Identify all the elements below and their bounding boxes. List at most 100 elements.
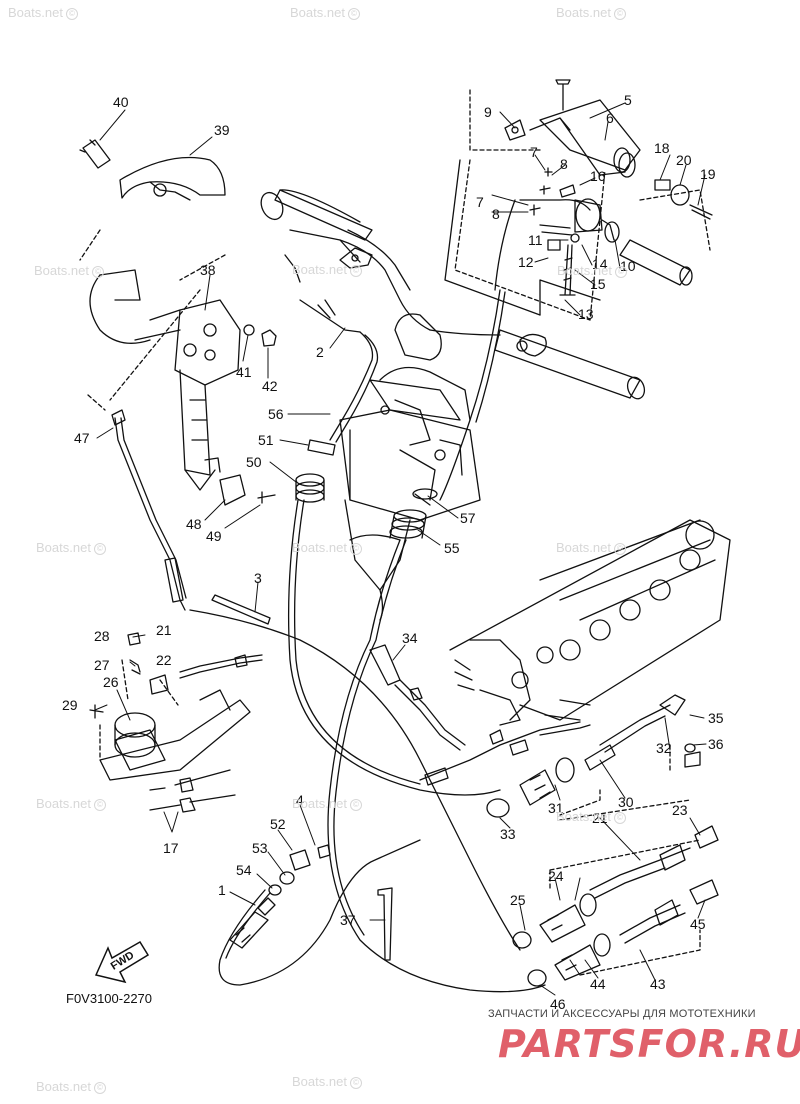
cable-30-drawing [419,694,701,818]
callout-2: 2 [316,344,324,360]
callout-23: 23 [672,802,688,818]
callout-50: 50 [246,454,262,470]
callout-17: 17 [163,840,179,856]
callout-33: 33 [500,826,516,842]
cable-tie-3 [211,594,271,625]
callout-39: 39 [214,122,230,138]
callout-31: 31 [548,800,564,816]
cable-2-drawing [295,299,379,503]
callout-3: 3 [254,570,262,586]
dashed-lines-left [79,229,226,411]
callout-34: 34 [402,630,418,646]
callout-12: 12 [518,254,534,270]
dashed-box-right [454,89,711,321]
callout-54: 54 [236,862,252,878]
callout-49: 49 [206,528,222,544]
throttle-lever-drawing [494,79,713,296]
callout-7-top: 7 [530,144,538,160]
callout-29: 29 [62,697,78,713]
watermark: Boats.net© [8,6,78,20]
reverse-lever-drawing [79,139,277,506]
leader-lines [94,102,707,996]
callout-36: 36 [708,736,724,752]
callout-51: 51 [258,432,274,448]
callout-41: 41 [236,364,252,380]
callout-35: 35 [708,710,724,726]
callout-45: 45 [690,916,706,932]
watermark: Boats.net© [556,541,626,555]
callout-47: 47 [74,430,90,446]
watermark: Boats.net© [290,6,360,20]
watermark: Boats.net© [292,1075,362,1089]
callout-25: 25 [510,892,526,908]
watermark: Boats.net© [36,541,106,555]
watermark: Boats.net© [292,263,362,277]
fwd-arrow [94,940,150,984]
callout-11: 11 [528,232,543,248]
cable-21-drawing [512,825,719,949]
cable-43-drawing [527,879,719,987]
watermark: Boats.net© [292,541,362,555]
callout-18: 18 [654,140,670,156]
callout-16: 16 [590,168,606,184]
callout-42: 42 [262,378,278,394]
cable-tie-37 [377,887,393,961]
callout-19: 19 [700,166,716,182]
callout-26: 26 [103,674,119,690]
callout-14: 14 [592,256,608,272]
callout-9: 9 [484,104,492,120]
lever-26-drawing [89,632,263,813]
cable-1-drawing [229,844,331,949]
callout-55: 55 [444,540,460,556]
callout-13: 13 [578,306,594,322]
dashed-lines-bottom [549,839,701,976]
watermark: Boats.net© [557,264,627,278]
callout-40: 40 [113,94,129,110]
callout-48: 48 [186,516,202,532]
callout-6: 6 [606,110,614,126]
steering-column-drawing [339,379,481,621]
callout-27: 27 [94,657,110,673]
callout-46: 46 [550,996,566,1012]
diagram-code: F0V3100-2270 [66,991,153,1006]
dashed-lines-lever [99,659,179,761]
long-cables-drawing [189,289,546,993]
callout-32: 32 [656,740,672,756]
watermark: Boats.net© [556,810,626,824]
brand-subtitle: ЗАПЧАСТИ И АКСЕССУАРЫ ДЛЯ МОТОТЕХНИКИ [488,1008,756,1020]
watermark: Boats.net© [36,797,106,811]
cable-34-drawing [369,644,466,751]
cable-47-drawing [111,409,187,611]
callout-8-mid: 8 [492,206,500,222]
callout-24: 24 [548,868,564,884]
callout-43: 43 [650,976,666,992]
callout-22: 22 [156,652,172,668]
watermark: Boats.net© [36,1080,106,1094]
engine-block-drawing [449,519,731,726]
callout-44: 44 [590,976,606,992]
dashed-box-right-2 [444,159,541,316]
watermark: Boats.net© [556,6,626,20]
callout-57: 57 [460,510,476,526]
callout-21-right: 21 [592,810,608,826]
callout-28: 28 [94,628,110,644]
callout-1: 1 [218,882,226,898]
callout-21-left: 21 [156,622,172,638]
callout-5: 5 [624,92,632,108]
watermark: Boats.net© [34,264,104,278]
callout-20: 20 [676,152,692,168]
boot-55-drawing [389,488,438,539]
callout-37: 37 [340,912,356,928]
brand-logo[interactable]: PARTSFOR.RU [498,1022,800,1066]
callout-30: 30 [618,794,634,810]
callout-52: 52 [270,816,286,832]
callout-38: 38 [200,262,216,278]
callout-7-mid: 7 [476,194,484,210]
callout-53: 53 [252,840,268,856]
callout-56: 56 [268,406,284,422]
callout-4: 4 [296,792,304,808]
watermark: Boats.net© [292,797,362,811]
handlebar-drawing [260,189,646,421]
callout-15: 15 [590,276,606,292]
